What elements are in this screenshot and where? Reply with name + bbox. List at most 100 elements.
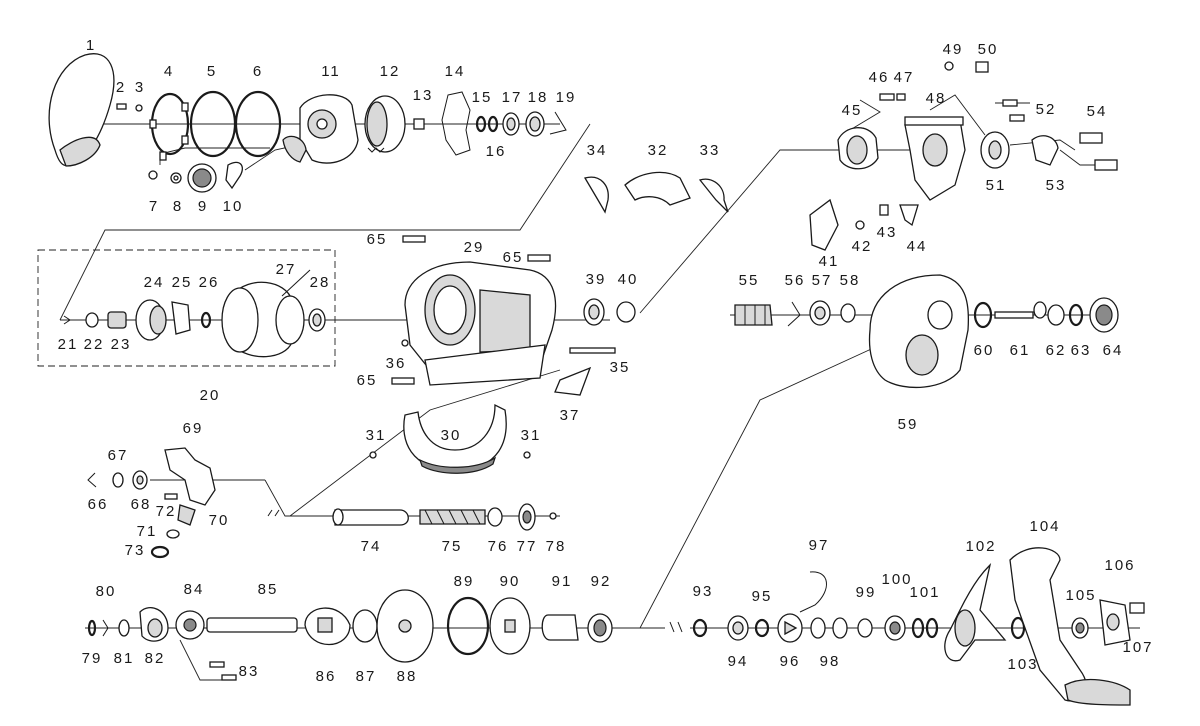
- label-part-60: 60: [974, 342, 995, 359]
- label-part-48: 48: [926, 90, 947, 107]
- label-part-102: 102: [965, 538, 996, 555]
- label-part-47: 47: [894, 69, 915, 86]
- label-part-41: 41: [819, 253, 840, 270]
- frame-group: [369, 171, 729, 474]
- label-part-56: 56: [785, 272, 806, 289]
- label-part-28: 28: [310, 274, 331, 291]
- label-part-35: 35: [610, 359, 631, 376]
- label-part-75: 75: [442, 538, 463, 555]
- label-part-82: 82: [145, 650, 166, 667]
- label-part-18: 18: [528, 89, 549, 106]
- label-part-24: 24: [144, 274, 165, 291]
- label-part-31-left: 31: [366, 427, 387, 444]
- label-part-21: 21: [58, 336, 79, 353]
- label-part-5: 5: [207, 63, 217, 80]
- label-part-101: 101: [909, 584, 940, 601]
- label-part-4: 4: [164, 63, 174, 80]
- left-side-plate-group: [48, 53, 567, 193]
- label-part-67: 67: [108, 447, 129, 464]
- label-part-72: 72: [156, 503, 177, 520]
- side-plate-group: [734, 274, 1119, 389]
- label-part-74: 74: [361, 538, 382, 555]
- label-part-97: 97: [809, 537, 830, 554]
- label-part-86: 86: [316, 668, 337, 685]
- label-part-7: 7: [149, 198, 159, 215]
- label-part-42: 42: [852, 238, 873, 255]
- label-part-59: 59: [898, 416, 919, 433]
- spool-group: [63, 269, 326, 358]
- right-side-plate-group: [809, 61, 1118, 251]
- label-part-37: 37: [560, 407, 581, 424]
- label-part-51: 51: [986, 177, 1007, 194]
- label-part-45: 45: [842, 102, 863, 119]
- label-part-88: 88: [397, 668, 418, 685]
- label-part-26: 26: [199, 274, 220, 291]
- label-part-80: 80: [96, 583, 117, 600]
- level-wind-group: [87, 447, 557, 559]
- label-part-66: 66: [88, 496, 109, 513]
- label-part-73: 73: [125, 542, 146, 559]
- label-part-95: 95: [752, 588, 773, 605]
- label-part-31-right: 31: [521, 427, 542, 444]
- label-part-25: 25: [172, 274, 193, 291]
- label-part-92: 92: [591, 573, 612, 590]
- label-part-94: 94: [728, 653, 749, 670]
- label-part-32: 32: [648, 142, 669, 159]
- label-part-91: 91: [552, 573, 573, 590]
- label-part-22: 22: [84, 336, 105, 353]
- label-part-104: 104: [1029, 518, 1060, 535]
- label-part-98: 98: [820, 653, 841, 670]
- label-part-58: 58: [840, 272, 861, 289]
- label-part-89: 89: [454, 573, 475, 590]
- label-part-65-top: 65: [367, 231, 388, 248]
- label-part-62: 62: [1046, 342, 1067, 359]
- label-part-87: 87: [356, 668, 377, 685]
- label-part-27: 27: [276, 261, 297, 278]
- label-part-77: 77: [517, 538, 538, 555]
- label-part-96: 96: [780, 653, 801, 670]
- label-part-85: 85: [258, 581, 279, 598]
- label-part-23: 23: [111, 336, 132, 353]
- label-part-99: 99: [856, 584, 877, 601]
- label-part-40: 40: [618, 271, 639, 288]
- label-part-15: 15: [472, 89, 493, 106]
- label-part-71: 71: [137, 523, 158, 540]
- label-part-6: 6: [253, 63, 263, 80]
- label-part-84: 84: [184, 581, 205, 598]
- label-part-29: 29: [464, 239, 485, 256]
- label-part-46: 46: [869, 69, 890, 86]
- label-part-107: 107: [1122, 639, 1153, 656]
- label-part-83: 83: [239, 663, 260, 680]
- label-part-106: 106: [1104, 557, 1135, 574]
- label-part-76: 76: [488, 538, 509, 555]
- label-part-57: 57: [812, 272, 833, 289]
- label-part-68: 68: [131, 496, 152, 513]
- drive-axis-group: [87, 547, 1145, 706]
- label-part-43: 43: [877, 224, 898, 241]
- label-part-44: 44: [907, 238, 928, 255]
- label-part-1: 1: [86, 37, 96, 54]
- label-part-3: 3: [135, 79, 145, 96]
- label-part-61: 61: [1010, 342, 1031, 359]
- label-part-13: 13: [413, 87, 434, 104]
- label-part-11: 11: [321, 63, 341, 80]
- part-labels: 1 2 3 4 5 6 7 8 9 10 11 12 13 14 15 16 1…: [58, 37, 1153, 685]
- label-part-20: 20: [200, 387, 221, 404]
- label-part-2: 2: [116, 79, 126, 96]
- label-part-69: 69: [183, 420, 204, 437]
- label-part-65-bottom: 65: [357, 372, 378, 389]
- label-part-54: 54: [1087, 103, 1108, 120]
- label-part-90: 90: [500, 573, 521, 590]
- label-part-64: 64: [1103, 342, 1124, 359]
- label-part-19: 19: [556, 89, 577, 106]
- label-part-79: 79: [82, 650, 103, 667]
- label-part-49: 49: [943, 41, 964, 58]
- spool-group-bracket: [37, 249, 336, 367]
- label-part-36: 36: [386, 355, 407, 372]
- label-part-70: 70: [209, 512, 230, 529]
- label-part-9: 9: [198, 198, 208, 215]
- label-part-105: 105: [1065, 587, 1096, 604]
- label-part-65-mid: 65: [503, 249, 524, 266]
- label-part-100: 100: [881, 571, 912, 588]
